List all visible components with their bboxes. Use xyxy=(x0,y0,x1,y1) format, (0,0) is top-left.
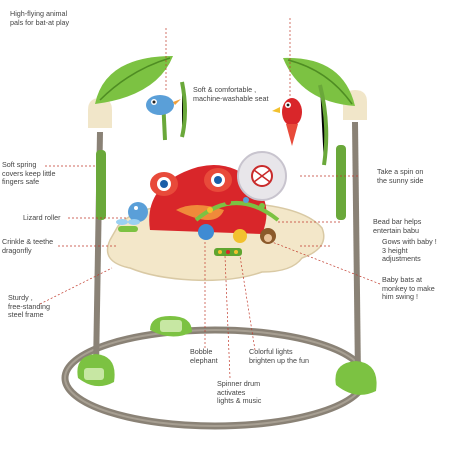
parrot-toy-icon xyxy=(272,98,302,146)
callout-lights: Colorful lights brighten up the fun xyxy=(249,347,309,365)
callout-sunny-side: Take a spin on the sunny side xyxy=(377,167,424,185)
callout-spring-covers: Soft spring covers keep little fingers s… xyxy=(2,160,56,187)
elephant-toy-icon xyxy=(198,224,247,243)
callout-spinner-drum: Spinner drum activates lights & music xyxy=(217,379,262,406)
callout-steel-frame: Sturdy , free-standing steel frame xyxy=(8,293,50,320)
callout-monkey: Baby bats at monkey to make him swing ! xyxy=(382,275,435,302)
frame-feet xyxy=(77,316,377,395)
callout-elephant: Bobble elephant xyxy=(190,347,218,365)
sun-spinner-icon xyxy=(237,151,287,201)
spinner-drum xyxy=(214,248,242,256)
callout-crinkle-dragonfly: Crinkle & teethe dragonfly xyxy=(2,237,54,255)
leaf-canopy-icon xyxy=(95,56,355,106)
callout-lizard-roller: Lizard roller xyxy=(23,213,61,222)
lizard-roller-icon xyxy=(128,202,148,222)
bead-bar-icon xyxy=(194,197,280,222)
callout-height-adjustments: Gows with baby ! 3 height adjustments xyxy=(382,237,437,264)
callout-bead-bar: Bead bar helps entertain babu xyxy=(373,217,422,235)
frog-seat-icon xyxy=(149,164,267,234)
dragonfly-toy-icon xyxy=(116,219,140,232)
callout-seat: Soft & comfortable , machine-washable se… xyxy=(193,85,269,103)
monkey-toy-icon xyxy=(260,228,276,244)
bird-toy-icon xyxy=(146,95,181,115)
spring-covers xyxy=(96,145,346,220)
callout-animal-pals: High-flying animal pals for bat-at play xyxy=(10,9,70,27)
leader-lines xyxy=(39,18,381,379)
